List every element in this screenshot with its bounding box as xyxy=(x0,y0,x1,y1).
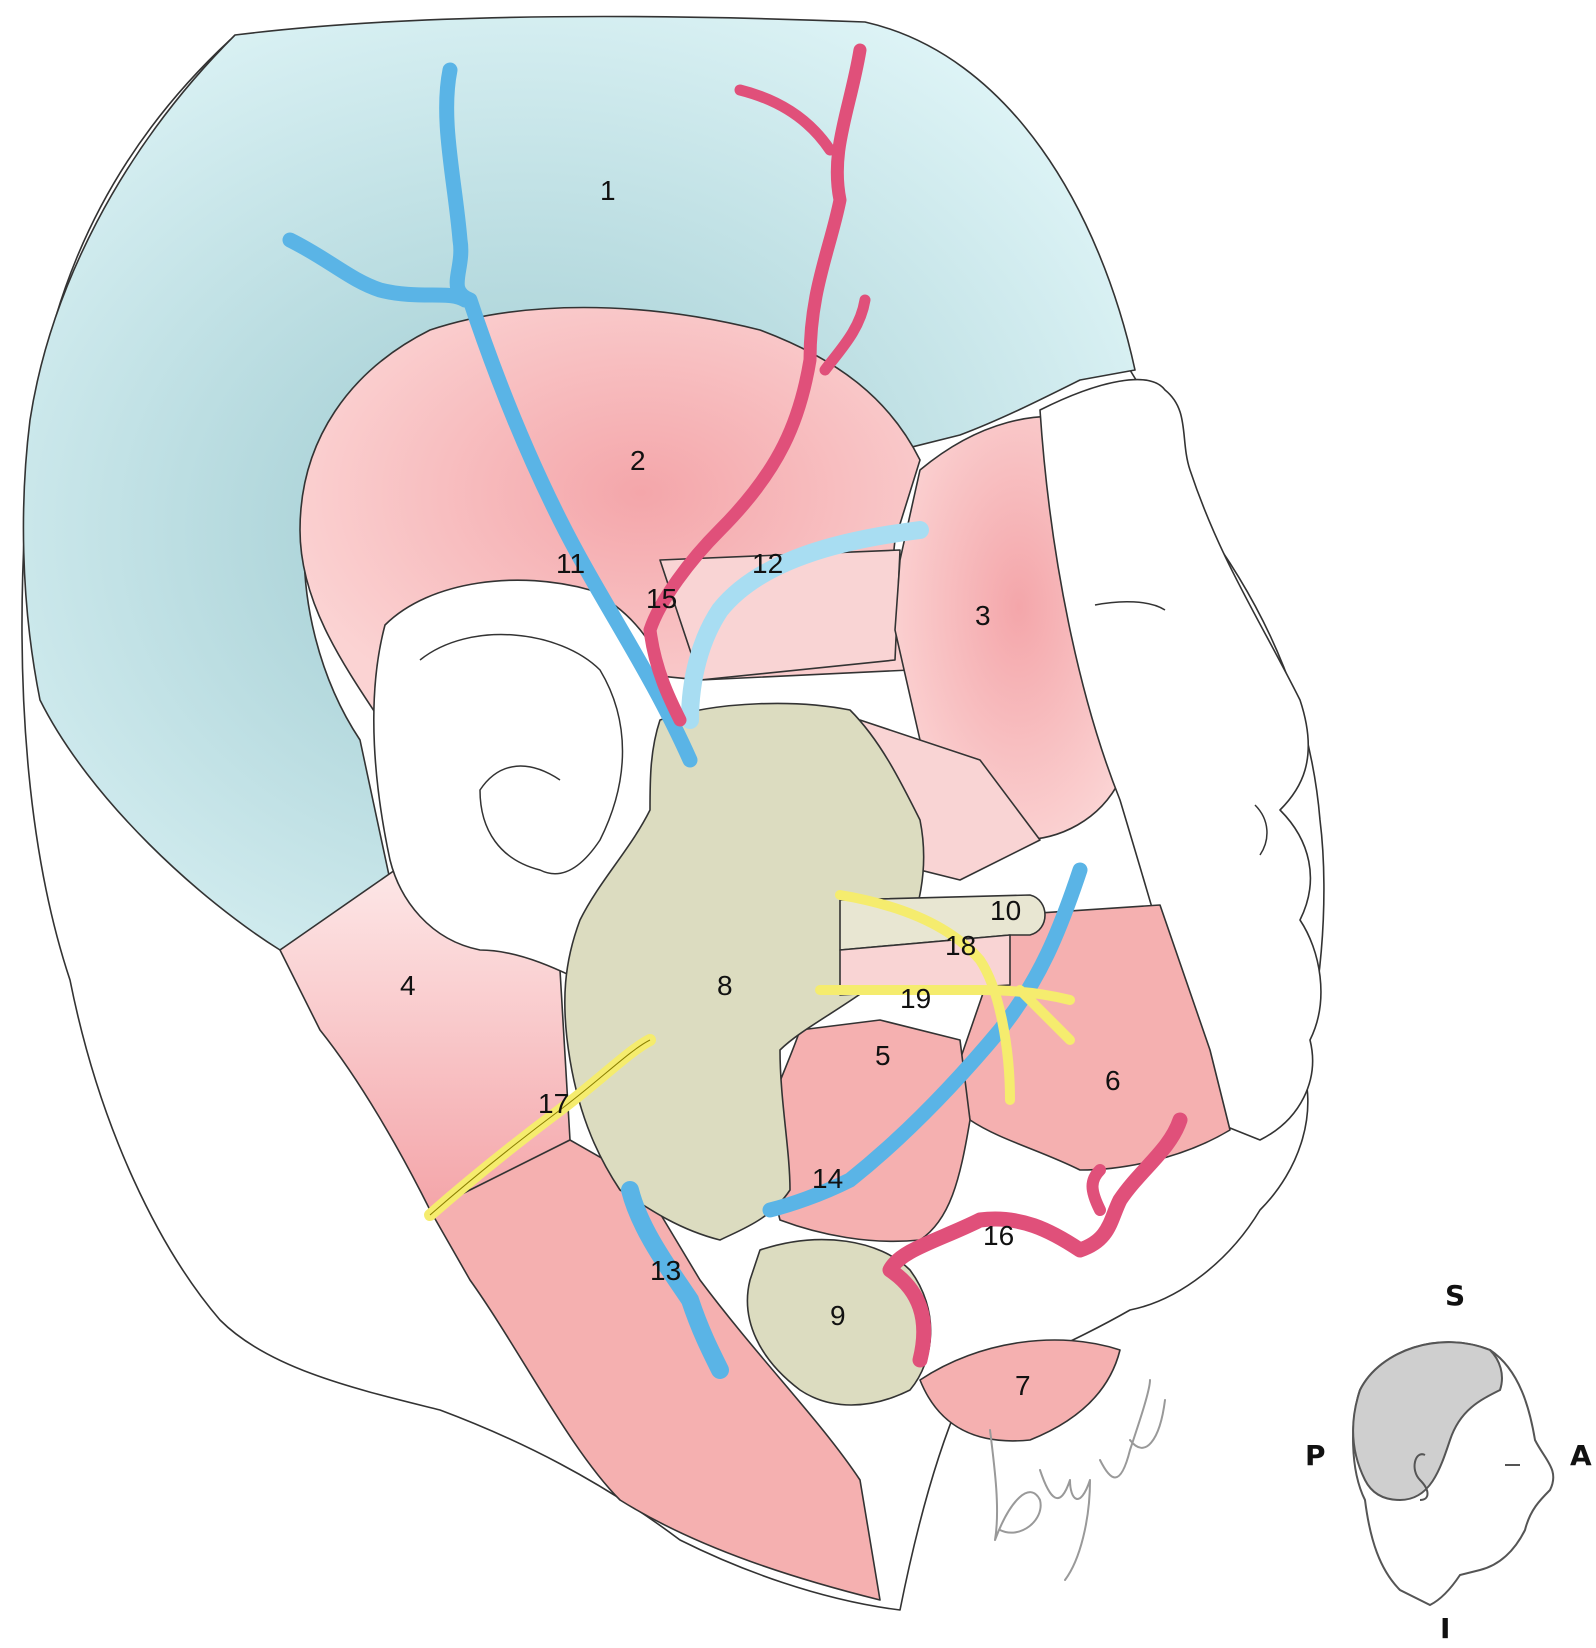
label-3: 3 xyxy=(975,600,991,631)
label-18: 18 xyxy=(945,930,976,961)
label-13: 13 xyxy=(650,1255,681,1286)
orientation-anterior: A xyxy=(1570,1439,1592,1472)
label-7: 7 xyxy=(1015,1370,1031,1401)
label-9: 9 xyxy=(830,1300,846,1331)
orientation-inset: S I P A xyxy=(1305,1279,1592,1645)
orientation-posterior: P xyxy=(1305,1439,1326,1472)
label-1: 1 xyxy=(600,175,616,206)
orientation-superior: S xyxy=(1445,1279,1465,1312)
label-12: 12 xyxy=(752,548,783,579)
label-2: 2 xyxy=(630,445,646,476)
label-8: 8 xyxy=(717,970,733,1001)
label-15: 15 xyxy=(646,583,677,614)
label-4: 4 xyxy=(400,970,416,1001)
label-17: 17 xyxy=(538,1088,569,1119)
label-6: 6 xyxy=(1105,1065,1121,1096)
label-10: 10 xyxy=(990,895,1021,926)
label-14: 14 xyxy=(812,1163,843,1194)
label-19: 19 xyxy=(900,983,931,1014)
orientation-inferior: I xyxy=(1440,1612,1450,1645)
label-16: 16 xyxy=(983,1220,1014,1251)
label-11: 11 xyxy=(556,548,585,579)
label-5: 5 xyxy=(875,1040,891,1071)
